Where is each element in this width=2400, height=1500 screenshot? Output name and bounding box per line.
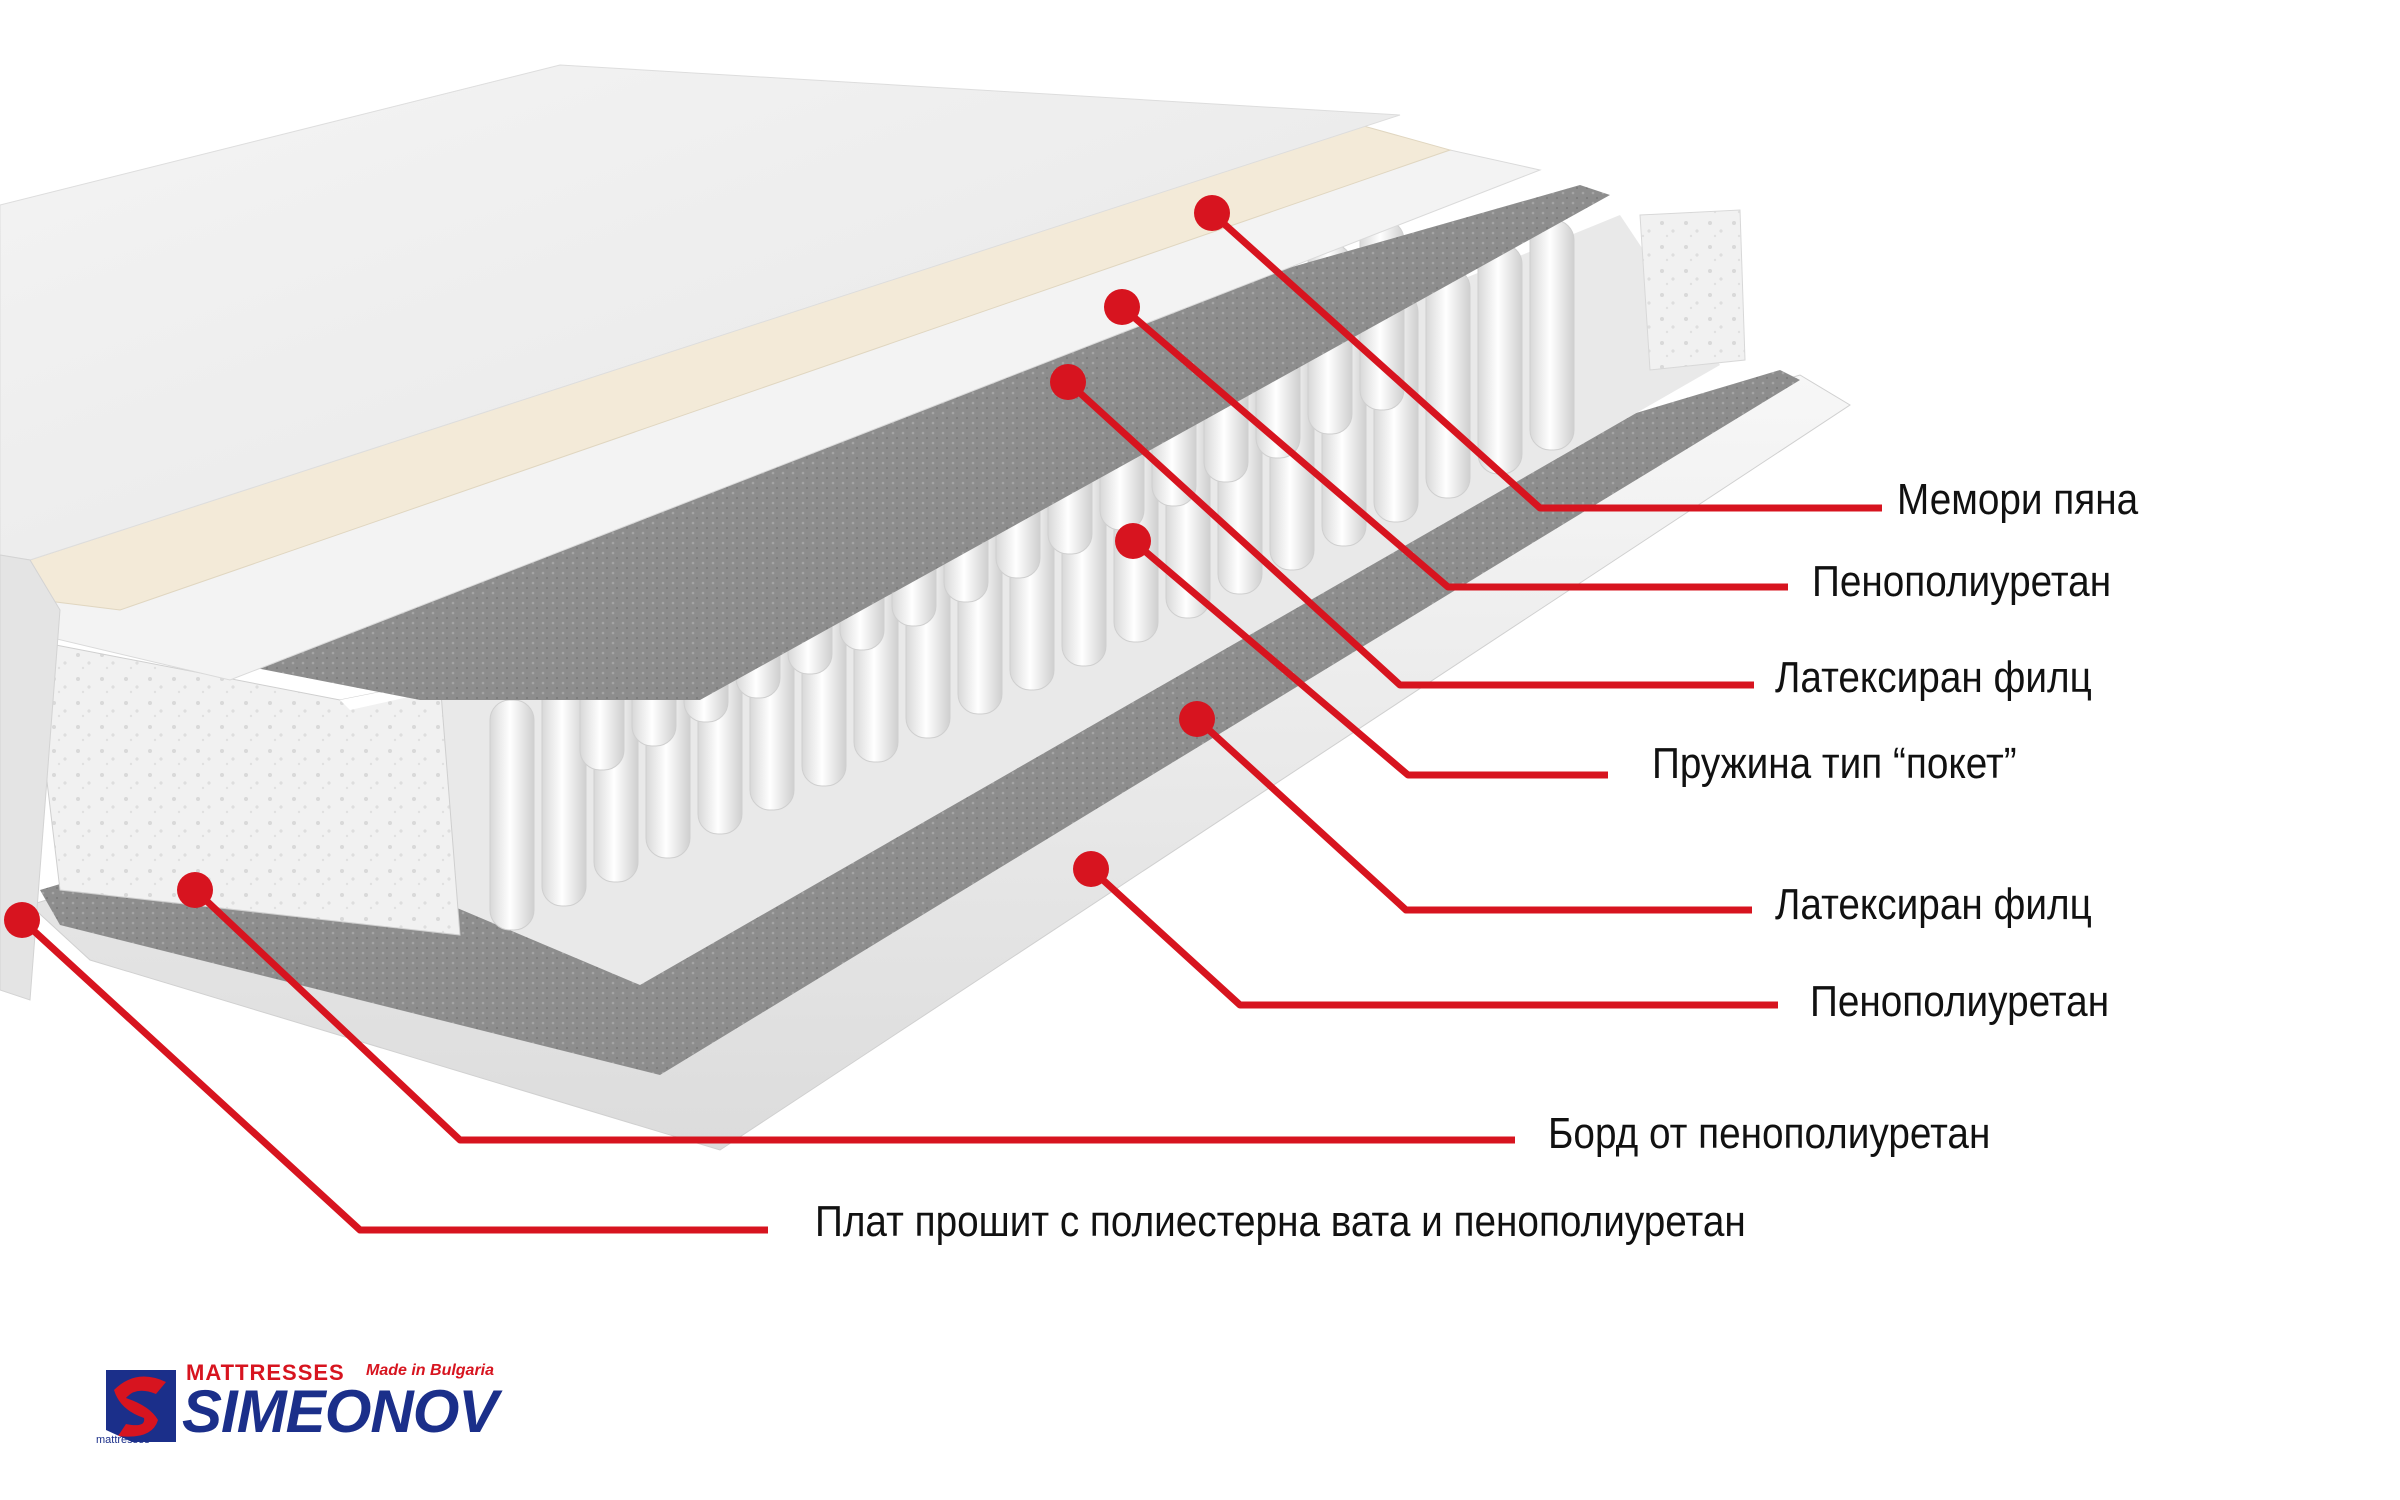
callout-leader (1073, 851, 1778, 1009)
callout-label-pocket-spring: Пружина тип “покет” (1652, 739, 2017, 788)
simeonov-logo-mark (106, 1370, 176, 1442)
foam-border-front (29, 639, 461, 936)
quilted-cover-top (0, 64, 1401, 561)
callout-label-latex-felt-lower: Латексиран филц (1775, 880, 2092, 929)
callout-leader (4, 902, 768, 1234)
callout-leader (1104, 289, 1788, 591)
logo-brand-sub: mattresses (96, 1434, 150, 1446)
callout-label-quilted-fabric: Плат прошит с полиестерна вата и пенопол… (815, 1197, 1746, 1246)
callout-dot (1115, 523, 1151, 559)
pocket-spring (1425, 267, 1471, 499)
callout-leader (177, 872, 1515, 1144)
pocket-spring (541, 675, 587, 907)
callout-label-foam-border: Борд от пенополиуретан (1548, 1109, 1991, 1158)
quilted-cover-side (0, 554, 61, 1001)
simeonov-logo: MATTRESSES Made in Bulgaria SIMEONOV mat… (96, 1360, 536, 1450)
callout-dot (1194, 195, 1230, 231)
callout-leader (1179, 701, 1752, 914)
pocket-spring (489, 699, 535, 931)
callout-leader (1115, 523, 1608, 779)
pocket-spring (1529, 219, 1575, 451)
pocket-spring (1477, 243, 1523, 475)
callout-leader (1050, 364, 1754, 689)
logo-tagline: Made in Bulgaria (366, 1362, 495, 1379)
logo-brand-main: SIMEONOV (182, 1378, 498, 1445)
callout-label-polyurethane-foam: Пенополиуретан (1812, 557, 2112, 606)
callout-dot (4, 902, 40, 938)
callout-label-latex-felt: Латексиран филц (1775, 653, 2092, 702)
callout-dot (1050, 364, 1086, 400)
callout-dot (1179, 701, 1215, 737)
callout-leader (1194, 195, 1882, 512)
logo-brand-top: MATTRESSES (186, 1360, 345, 1385)
callout-dot (1073, 851, 1109, 887)
foam-border-back (1639, 209, 1746, 371)
callout-dot (1104, 289, 1140, 325)
callout-leaders (4, 195, 1882, 1234)
callout-label-polyurethane-foam-lower: Пенополиуретан (1810, 977, 2110, 1026)
callout-dot (177, 872, 213, 908)
callout-label-memory-foam: Мемори пяна (1897, 475, 2139, 524)
